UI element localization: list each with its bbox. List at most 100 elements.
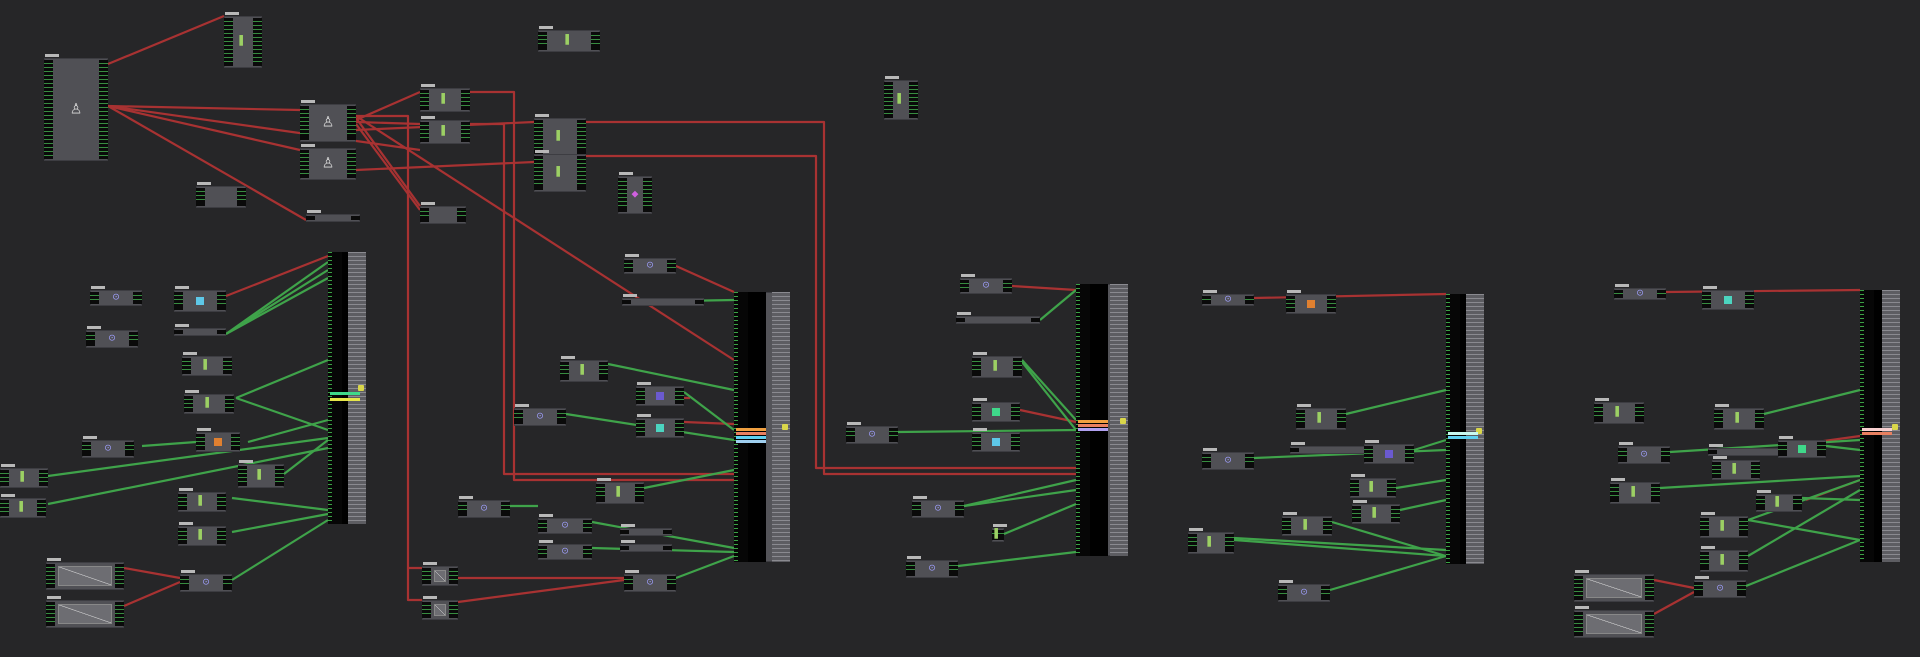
node-title-bar[interactable] [1757,490,1771,493]
green-wire[interactable] [1003,502,1077,536]
red-wire[interactable] [107,104,301,152]
node-input-ports[interactable] [422,602,431,618]
node-output-ports[interactable] [663,530,672,534]
vector-node[interactable]: ⊙ [82,436,134,458]
node-output-ports[interactable] [237,188,246,206]
node-input-ports[interactable] [1296,410,1305,428]
node-output-ports[interactable] [129,332,138,346]
node-input-ports[interactable] [1574,576,1583,600]
gauge-node[interactable]: ▌ [420,84,470,112]
plain-node[interactable] [1708,444,1788,456]
node-input-ports[interactable] [1618,448,1627,462]
node-output-ports[interactable] [1387,480,1396,496]
node-output-ports[interactable] [643,178,652,212]
node-title-bar[interactable] [423,596,437,599]
vector-node[interactable]: ⊙ [1614,284,1666,300]
node-title-bar[interactable] [87,326,101,329]
red-wire[interactable] [355,123,421,211]
gauge-node[interactable]: ▌ [184,390,234,414]
ramp-node[interactable] [1574,606,1654,638]
node-output-ports[interactable] [1031,318,1040,322]
node-input-ports[interactable] [538,32,547,50]
red-wire[interactable] [1011,284,1077,292]
node-title-bar[interactable] [83,436,97,439]
node-output-ports[interactable] [351,216,360,220]
node-output-column[interactable] [772,292,790,562]
gauge-node[interactable]: ▌ [1352,500,1400,524]
node-title-bar[interactable] [885,76,899,79]
node-title-bar[interactable] [197,182,211,185]
node-input-ports[interactable] [636,420,645,436]
node-output-ports[interactable] [1013,358,1022,376]
node-title-bar[interactable] [301,100,315,103]
red-wire[interactable] [123,566,181,580]
node-input-ports[interactable] [86,332,95,346]
swatch-node[interactable] [1702,286,1754,310]
node-title-bar[interactable] [1203,290,1217,293]
green-wire[interactable] [225,277,329,335]
node-input-ports[interactable] [538,520,547,532]
node-output-ports[interactable] [347,150,356,178]
node-output-ports[interactable] [1645,576,1654,600]
node-input-ports[interactable] [178,494,187,510]
node-input-ports[interactable] [906,562,915,576]
gauge-node[interactable]: ▌ [1282,512,1332,536]
character-node[interactable]: ♙ [300,144,356,180]
vector-node[interactable]: ⊙ [514,404,566,426]
node-input-ports[interactable] [1594,404,1603,422]
node-output-ports[interactable] [1755,410,1764,428]
green-wire[interactable] [231,512,329,534]
ramp-node[interactable] [422,596,458,620]
node-title-bar[interactable] [1575,606,1589,609]
green-wire[interactable] [1399,498,1447,512]
vector-node[interactable]: ⊙ [624,254,676,274]
node-input-ports[interactable] [178,528,187,544]
node-title-bar[interactable] [535,150,549,153]
node-title-bar[interactable] [1701,546,1715,549]
green-wire[interactable] [1825,444,1861,452]
red-wire[interactable] [225,254,329,298]
node-title-bar[interactable] [1283,512,1297,515]
node-output-ports[interactable] [675,388,684,404]
gauge-node[interactable]: ▌ [534,150,586,192]
node-input-ports[interactable] [538,546,547,558]
node-input-ports[interactable] [300,150,309,178]
vector-node[interactable]: ⊙ [458,496,510,518]
node-title-bar[interactable] [539,540,553,543]
node-input-ports[interactable] [1364,446,1373,462]
red-wire[interactable] [107,14,225,66]
node-input-ports[interactable] [972,434,981,450]
node-input-ports[interactable] [420,122,429,142]
node-title-bar[interactable] [535,114,549,117]
vector-node[interactable]: ⊙ [538,514,592,534]
red-wire[interactable] [355,117,421,207]
node-title-bar[interactable] [623,294,637,297]
vector-node[interactable]: ⊙ [960,274,1012,294]
node-output-ports[interactable] [449,602,458,618]
node-output-ports[interactable] [995,530,1004,540]
node-input-ports[interactable] [174,330,183,334]
red-wire[interactable] [355,115,735,361]
green-wire[interactable] [1021,361,1077,431]
node-title-bar[interactable] [1,494,15,497]
node-title-bar[interactable] [1715,404,1729,407]
vector-node[interactable]: ⊙ [912,496,964,518]
red-wire[interactable] [586,154,1076,470]
node-title-bar[interactable] [1595,398,1609,401]
gauge-node[interactable]: ▌ [224,12,262,68]
gauge-node[interactable]: ▌ [1594,398,1644,424]
node-title-bar[interactable] [621,524,635,527]
node-title-bar[interactable] [1695,576,1709,579]
node-input-ports[interactable] [596,484,605,502]
node-output-ports[interactable] [1645,612,1654,636]
plain-node[interactable] [622,294,704,306]
node-input-ports[interactable] [1188,534,1197,552]
node-input-ports[interactable] [458,502,467,516]
plain-node[interactable] [174,324,226,336]
node-input-ports[interactable] [620,530,629,534]
node-output-ports[interactable] [449,568,458,584]
node-input-ports[interactable] [972,358,981,376]
red-wire[interactable] [406,568,422,602]
node-output-column[interactable] [1882,290,1900,562]
node-title-bar[interactable] [185,390,199,393]
